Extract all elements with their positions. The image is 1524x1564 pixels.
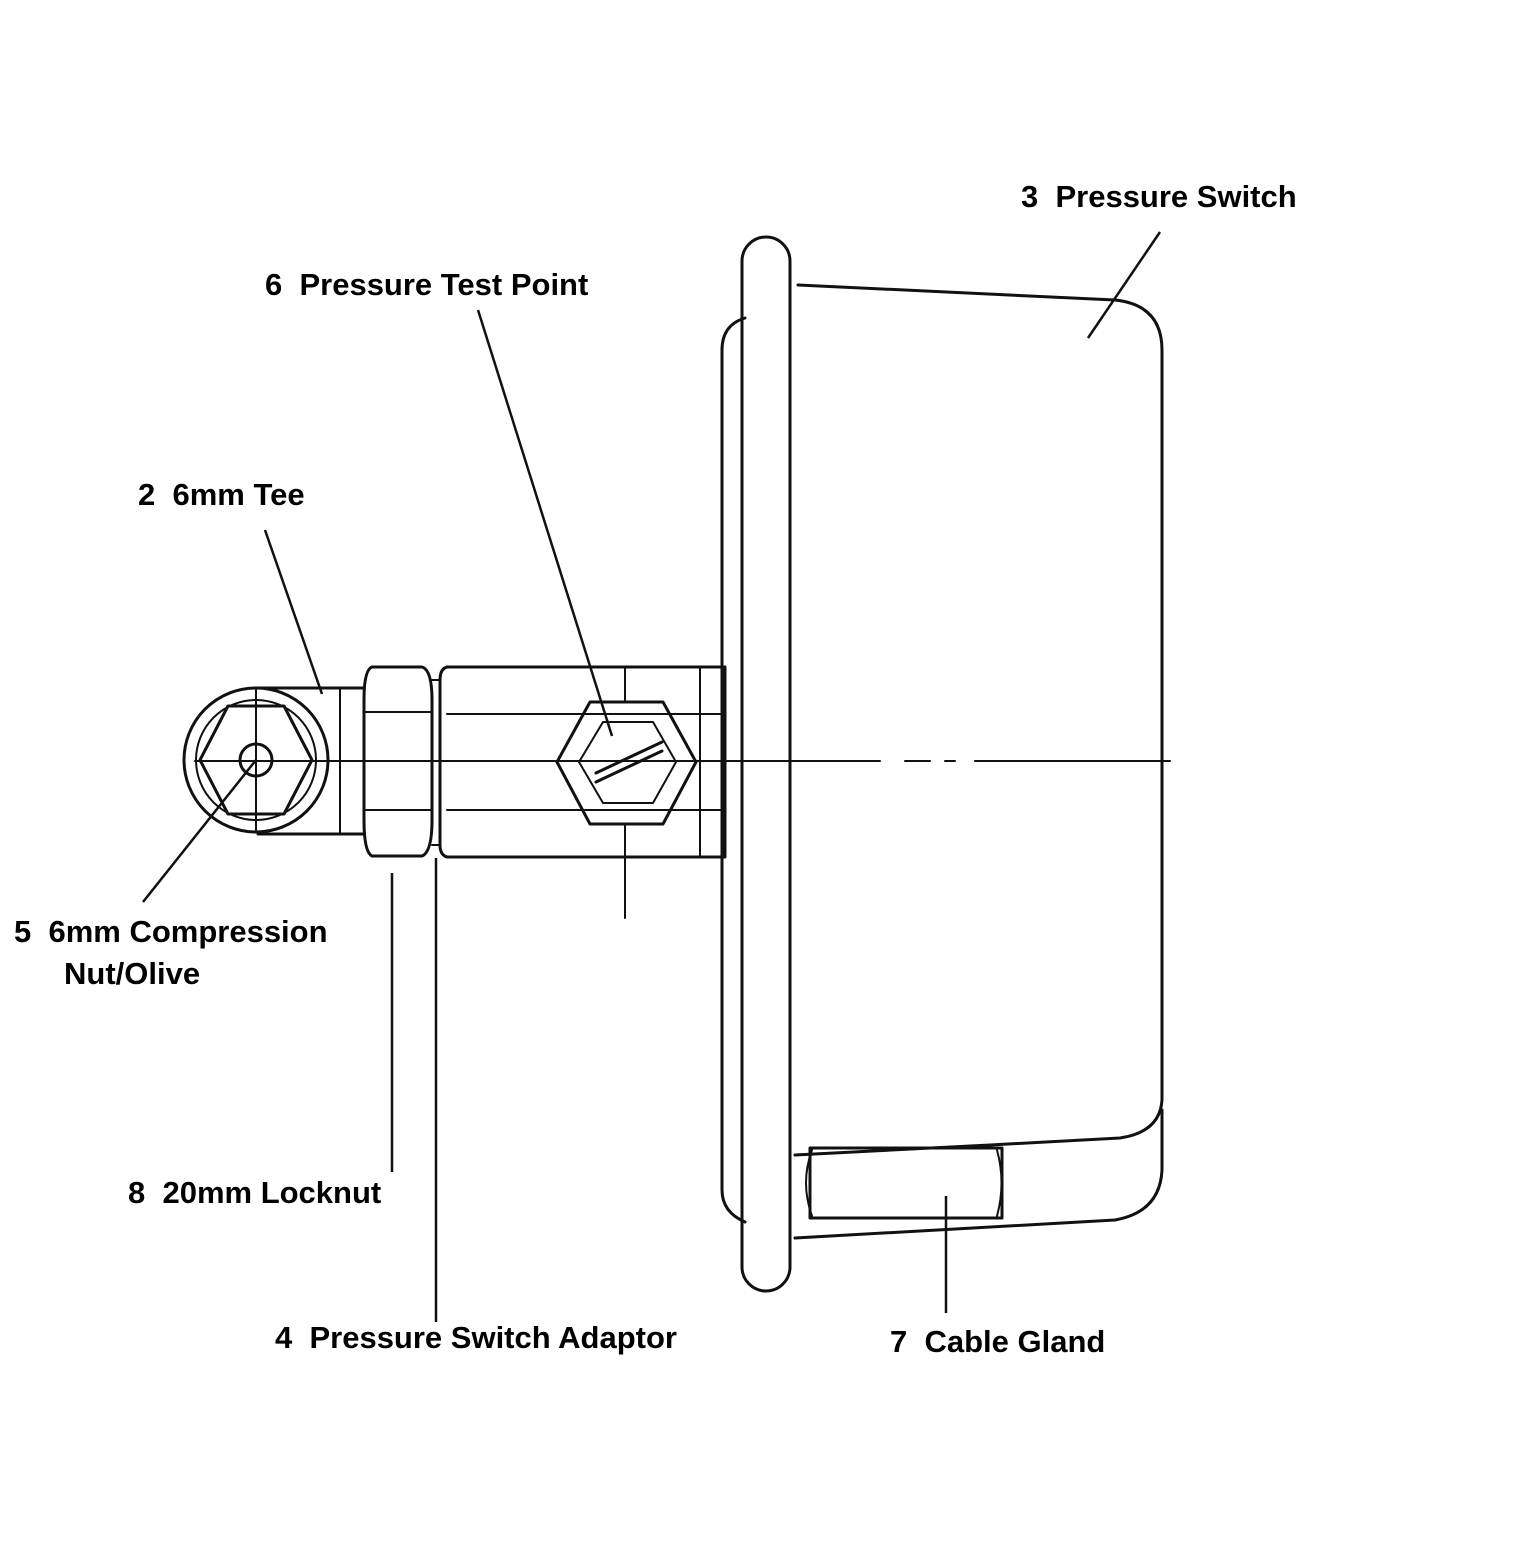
label-adaptor: 4 Pressure Switch Adaptor <box>275 1320 677 1355</box>
label-tee: 2 6mm Tee <box>138 477 305 512</box>
pressure-switch-adaptor <box>438 665 727 919</box>
label-pressure-switch: 3 Pressure Switch <box>1021 179 1297 214</box>
label-pressure-test-point: 6 Pressure Test Point <box>265 267 589 302</box>
label-cable-gland: 7 Cable Gland <box>890 1324 1106 1359</box>
tee-fitting <box>256 686 366 836</box>
cable-gland <box>805 1146 1004 1220</box>
label-locknut: 8 20mm Locknut <box>128 1175 382 1210</box>
leader-lines <box>142 231 1162 1322</box>
label-compression-nut-line1: 5 6mm Compression <box>14 914 328 949</box>
pressure-switch-body <box>720 235 1164 1293</box>
label-compression-nut-line2: Nut/Olive <box>64 956 201 991</box>
pressure-test-point <box>555 700 698 826</box>
compression-nut <box>182 686 330 834</box>
